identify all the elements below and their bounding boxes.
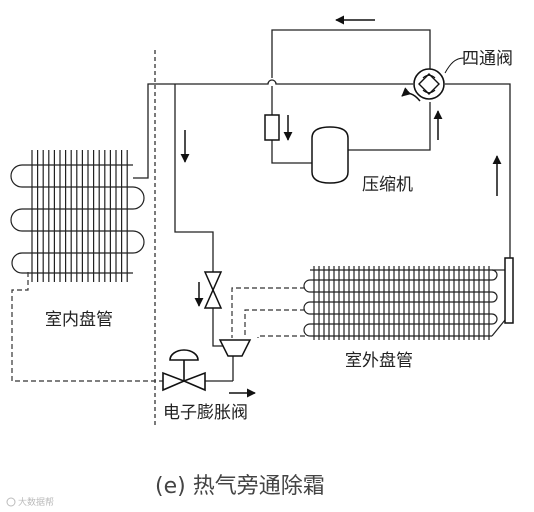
expansion-valve-label: 电子膨胀阀 [163, 403, 248, 423]
piping [133, 29, 511, 382]
compressor-label: 压缩机 [362, 175, 413, 195]
outdoor-bend [491, 313, 498, 325]
indoor-bend [10, 208, 23, 232]
outdoor-coil [303, 257, 514, 340]
flow-arrows [180, 15, 502, 398]
outdoor-header-link [491, 319, 506, 337]
dashed-piping [11, 272, 305, 382]
indoor-bend [132, 186, 145, 210]
indoor-coil [10, 150, 145, 282]
outdoor-header [504, 257, 514, 324]
outdoor-bend [303, 323, 311, 337]
outdoor-bend [491, 291, 498, 303]
indoor-bend [11, 252, 23, 274]
capillary-element [264, 114, 280, 141]
watermark-logo [6, 497, 16, 507]
indoor-coil-label: 室内盘管 [45, 310, 113, 330]
four-way-valve-label: 四通阀 [462, 49, 513, 69]
solenoid-valve [203, 271, 223, 309]
outdoor-bend [491, 269, 498, 281]
compressor [311, 126, 349, 184]
outdoor-coil-label: 室外盘管 [345, 351, 413, 371]
expansion-valve [162, 349, 206, 392]
four-way-valve [413, 57, 465, 100]
indoor-bend [10, 164, 23, 188]
outdoor-bend [303, 279, 311, 293]
watermark: 大数据帮 [18, 496, 54, 508]
outdoor-bend [303, 301, 311, 315]
valve-leader-line [444, 57, 465, 74]
figure-caption: (e) 热气旁通除霜 [155, 474, 325, 499]
distributor [218, 339, 252, 357]
indoor-bend [132, 230, 145, 254]
